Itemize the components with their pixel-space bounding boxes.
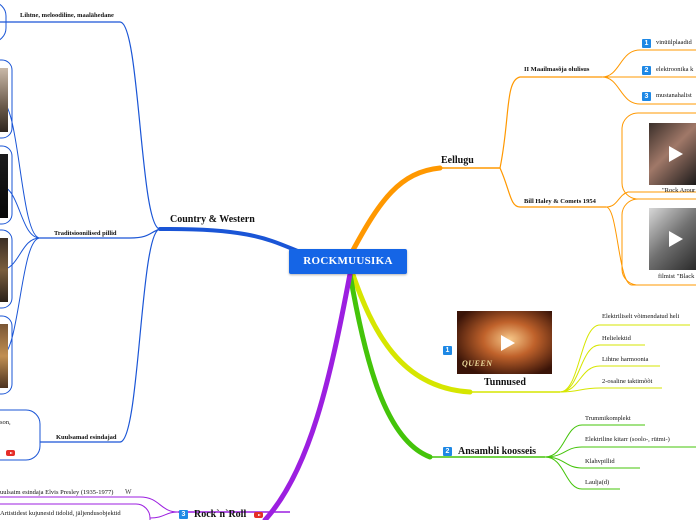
topic-rock-n-roll[interactable]: Rock`n`Roll	[194, 509, 246, 520]
play-icon[interactable]	[662, 228, 684, 250]
number-badge: 1	[642, 39, 651, 48]
play-icon[interactable]	[662, 143, 684, 165]
instrument-image-2[interactable]	[0, 154, 8, 218]
video-blackboard-jungle[interactable]	[649, 208, 696, 270]
leaf-elvis-presley[interactable]: uulsaim esindaja Elvis Presley (1935-197…	[0, 489, 113, 496]
subtopic-bill-haley[interactable]: Bill Haley & Comets 1954	[524, 198, 596, 205]
wikipedia-icon[interactable]: W	[125, 488, 132, 496]
subtopic-maailmasoda[interactable]: II Maailmasõja olulisus	[524, 66, 589, 73]
number-badge: 1	[443, 346, 452, 355]
central-topic[interactable]: ROCKMUUSIKA	[289, 249, 407, 274]
topic-tunnused[interactable]: Tunnused	[484, 377, 526, 388]
subtopic-pillid[interactable]: Traditsioonilised pillid	[54, 230, 117, 237]
leaf-tunnus-2[interactable]: Helielektid	[602, 335, 631, 342]
topic-ansambli-koosseis[interactable]: Ansambli koosseis	[458, 446, 536, 457]
subtopic-esindajad[interactable]: Kuulsamad esindajad	[56, 434, 117, 441]
youtube-icon[interactable]	[6, 450, 15, 456]
leaf-mustanahalised[interactable]: mustanahalist	[656, 92, 692, 99]
leaf-iidolid[interactable]: Artistidest kujunesid iidolid, jäljendus…	[0, 510, 121, 517]
leaf-elektroonika[interactable]: elektroonika k	[656, 66, 693, 73]
instrument-image-4[interactable]	[0, 324, 8, 388]
topic-country-western[interactable]: Country & Western	[170, 214, 255, 225]
leaf-tunnus-4[interactable]: 2-osaline taktimõõt	[602, 378, 652, 385]
leaf-vinuulplaadid[interactable]: vinüülplaadid	[656, 39, 692, 46]
number-badge: 3	[179, 510, 188, 519]
cut-off-text: son,	[0, 419, 11, 426]
video-queen[interactable]: QUEEN	[457, 311, 552, 374]
number-badge: 3	[642, 92, 651, 101]
leaf-tunnus-1[interactable]: Elektriliselt võimendatud heli	[602, 313, 679, 320]
youtube-icon[interactable]	[254, 512, 263, 518]
video-caption: "Rock Arour	[662, 187, 695, 194]
queen-logo: QUEEN	[462, 359, 493, 368]
leaf-ansambel-3[interactable]: Klahvpillid	[585, 458, 615, 465]
number-badge: 2	[443, 447, 452, 456]
leaf-tunnus-3[interactable]: Lihtne harmoonia	[602, 356, 648, 363]
instrument-image-1[interactable]	[0, 68, 8, 132]
video-caption: filmist "Black	[658, 273, 694, 280]
video-rock-around-the-clock[interactable]	[649, 123, 696, 185]
leaf-ansambel-4[interactable]: Laulja(d)	[585, 479, 609, 486]
topic-eellugu[interactable]: Eellugu	[441, 155, 474, 166]
play-icon[interactable]	[494, 332, 516, 354]
number-badge: 2	[642, 66, 651, 75]
instrument-image-3[interactable]	[0, 238, 8, 302]
subtopic-lihtne[interactable]: Lihtne, meloodiline, maalähedane	[20, 12, 114, 19]
leaf-ansambel-2[interactable]: Elektriline kitarr (soolo-, rütmi-)	[585, 436, 670, 443]
leaf-ansambel-1[interactable]: Trummikomplekt	[585, 415, 631, 422]
